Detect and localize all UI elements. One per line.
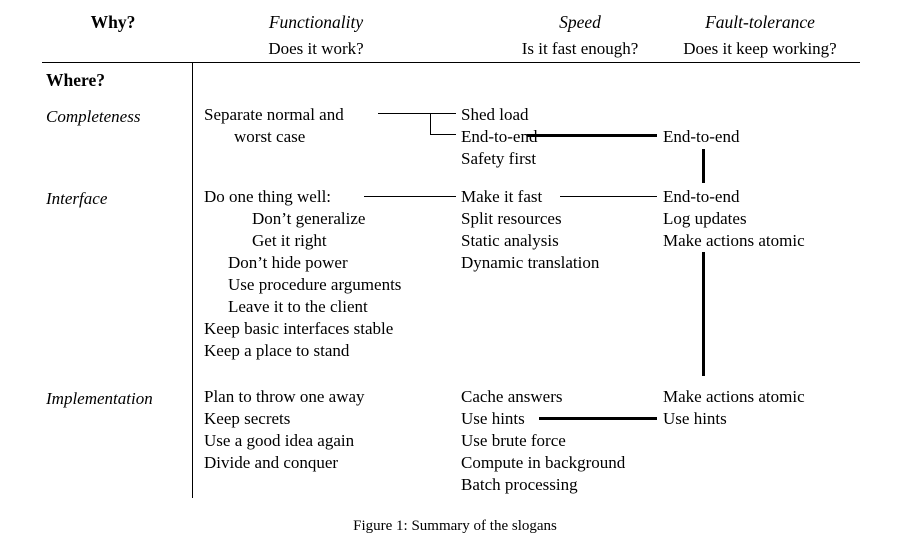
- cell-interface-speed-3: Dynamic translation: [461, 253, 600, 272]
- row-label-interface: Interface: [46, 189, 108, 208]
- connector-separate-normal-stem: [378, 113, 431, 115]
- cell-interface-functionality-3: Don’t hide power: [228, 253, 348, 272]
- connector-to-shed-load: [430, 113, 456, 115]
- cell-interface-functionality-6: Keep basic interfaces stable: [204, 319, 394, 338]
- cell-completeness-fault-tolerance-0: End-to-end: [663, 127, 740, 146]
- cell-implementation-speed-2: Use brute force: [461, 431, 566, 450]
- connector-to-end-to-end-speed: [430, 134, 456, 136]
- row-label-completeness: Completeness: [46, 107, 141, 126]
- cell-completeness-speed-1: End-to-end: [461, 127, 538, 146]
- cell-interface-functionality-7: Keep a place to stand: [204, 341, 350, 360]
- connector-separate-normal-drop: [430, 113, 432, 135]
- cell-implementation-speed-4: Batch processing: [461, 475, 578, 494]
- connector-end-to-end-speed-to-fault-tolerance: [527, 134, 657, 138]
- row-axis-header-where: Where?: [46, 70, 105, 90]
- cell-implementation-functionality-0: Plan to throw one away: [204, 387, 365, 406]
- cell-implementation-functionality-2: Use a good idea again: [204, 431, 355, 450]
- corner-header-why: Why?: [90, 12, 136, 32]
- cell-interface-functionality-5: Leave it to the client: [228, 297, 368, 316]
- connector-end-to-end-vertical: [702, 149, 706, 183]
- connector-make-actions-atomic-vertical: [702, 252, 706, 376]
- cell-interface-functionality-4: Use procedure arguments: [228, 275, 402, 294]
- column-header-functionality: Functionality: [268, 12, 364, 32]
- cell-implementation-speed-3: Compute in background: [461, 453, 626, 472]
- column-subheader-fault-tolerance: Does it keep working?: [683, 39, 837, 58]
- cell-implementation-fault-tolerance-0: Make actions atomic: [663, 387, 805, 406]
- cell-implementation-speed-0: Cache answers: [461, 387, 563, 406]
- cell-interface-functionality-2: Get it right: [252, 231, 327, 250]
- cell-completeness-speed-0: Shed load: [461, 105, 529, 124]
- cell-completeness-functionality-0: Separate normal and: [204, 105, 344, 124]
- cell-interface-fault-tolerance-1: Log updates: [663, 209, 747, 228]
- row-label-implementation: Implementation: [46, 389, 153, 408]
- cell-completeness-speed-2: Safety first: [461, 149, 537, 168]
- cell-implementation-functionality-1: Keep secrets: [204, 409, 291, 428]
- column-header-fault-tolerance: Fault-tolerance: [705, 12, 815, 32]
- column-header-speed: Speed: [559, 12, 601, 32]
- column-subheader-functionality: Does it work?: [268, 39, 364, 58]
- cell-interface-speed-1: Split resources: [461, 209, 562, 228]
- cell-interface-fault-tolerance-2: Make actions atomic: [663, 231, 805, 250]
- cell-implementation-fault-tolerance-1: Use hints: [663, 409, 727, 428]
- cell-implementation-speed-1: Use hints: [461, 409, 525, 428]
- cell-interface-functionality-0: Do one thing well:: [204, 187, 332, 206]
- connector-make-it-fast-to-end-to-end: [560, 196, 657, 198]
- cell-interface-speed-2: Static analysis: [461, 231, 559, 250]
- cell-interface-speed-0: Make it fast: [461, 187, 543, 206]
- connector-do-one-thing-well-to-make-it-fast: [364, 196, 456, 198]
- figure-caption: Figure 1: Summary of the slogans: [353, 518, 557, 534]
- table-column-divider: [192, 63, 193, 498]
- cell-interface-functionality-1: Don’t generalize: [252, 209, 366, 228]
- cell-completeness-functionality-1: worst case: [234, 127, 306, 146]
- cell-implementation-functionality-3: Divide and conquer: [204, 453, 339, 472]
- table-top-rule: [42, 62, 860, 63]
- cell-interface-fault-tolerance-0: End-to-end: [663, 187, 740, 206]
- connector-use-hints-speed-to-fault-tolerance: [539, 417, 657, 421]
- column-subheader-speed: Is it fast enough?: [521, 39, 639, 58]
